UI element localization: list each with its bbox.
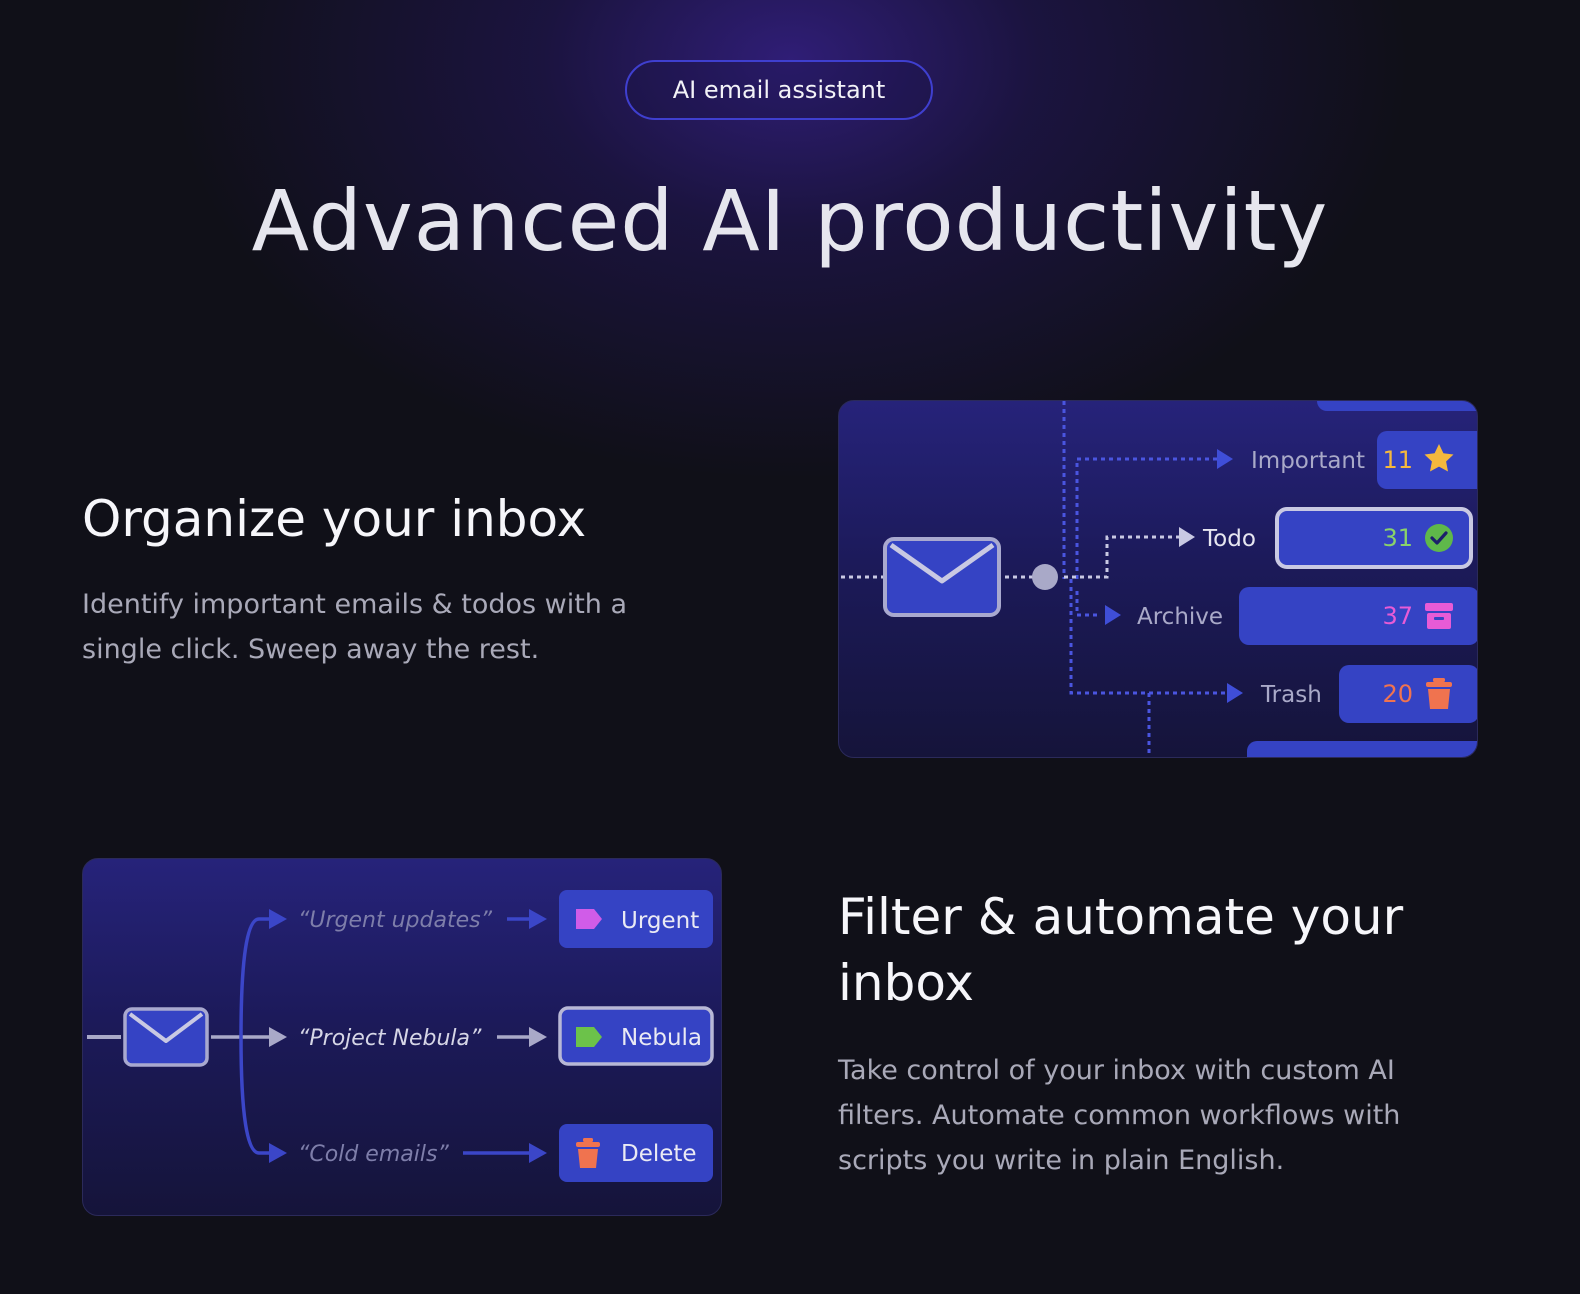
trash-icon bbox=[576, 1138, 600, 1168]
rule-arrowhead-delete bbox=[529, 1143, 547, 1163]
rule-arrowhead-nebula bbox=[529, 1027, 547, 1047]
pill-partial-bottom bbox=[1247, 741, 1477, 757]
tag-icon bbox=[576, 1027, 602, 1047]
action-label-nebula: Nebula bbox=[621, 1025, 702, 1051]
count-pill-archive: 37 bbox=[1239, 587, 1477, 645]
action-label-delete: Delete bbox=[621, 1141, 697, 1167]
category-label-important: Important bbox=[1251, 448, 1365, 474]
hero-title: Advanced AI productivity bbox=[251, 172, 1329, 270]
branch-lines bbox=[211, 917, 269, 1155]
arrow-archive bbox=[1105, 605, 1121, 625]
arrow-todo bbox=[1179, 527, 1195, 547]
section-badge: AI email assistant bbox=[625, 60, 933, 120]
star-icon bbox=[1424, 444, 1454, 472]
count-important: 11 bbox=[1382, 446, 1413, 474]
branch-arrow-delete bbox=[269, 1143, 287, 1163]
archive-box-icon bbox=[1425, 603, 1453, 629]
trash-icon bbox=[1426, 678, 1452, 709]
category-label-archive: Archive bbox=[1137, 604, 1223, 630]
filter-description: Take control of your inbox with custom A… bbox=[838, 1055, 1401, 1176]
category-label-todo: Todo bbox=[1202, 526, 1256, 552]
count-pill-todo: 31 bbox=[1275, 507, 1473, 569]
branch-arrow-nebula bbox=[269, 1027, 287, 1047]
organize-illustration: Important Todo Archive Trash 11 31 37 bbox=[838, 400, 1478, 758]
arrow-important bbox=[1217, 449, 1233, 469]
action-pill-nebula: Nebula bbox=[558, 1006, 714, 1066]
tag-icon bbox=[576, 909, 602, 929]
envelope-icon bbox=[883, 537, 1001, 617]
action-label-urgent: Urgent bbox=[621, 908, 699, 934]
action-pill-delete: Delete bbox=[559, 1124, 713, 1182]
organize-description: Identify important emails & todos with a… bbox=[82, 589, 628, 665]
dotted-connectors bbox=[1062, 401, 1227, 757]
rule-arrowhead-urgent bbox=[529, 909, 547, 929]
rule-query-urgent: “Urgent updates” bbox=[298, 908, 493, 933]
check-circle-icon bbox=[1425, 524, 1453, 552]
rule-query-nebula: “Project Nebula” bbox=[298, 1026, 482, 1051]
filter-illustration: “Urgent updates” “Project Nebula” “Cold … bbox=[82, 858, 722, 1216]
rule-query-delete: “Cold emails” bbox=[298, 1142, 449, 1167]
action-pill-urgent: Urgent bbox=[559, 890, 713, 948]
junction-dot bbox=[1032, 564, 1058, 590]
count-trash: 20 bbox=[1382, 680, 1413, 708]
filter-title: Filter & automate your inbox bbox=[838, 888, 1404, 1012]
count-archive: 37 bbox=[1382, 602, 1413, 630]
arrow-trash bbox=[1227, 683, 1243, 703]
organize-title: Organize your inbox bbox=[82, 490, 587, 548]
count-pill-trash: 20 bbox=[1339, 665, 1477, 723]
envelope-icon bbox=[123, 1007, 209, 1067]
category-label-trash: Trash bbox=[1260, 682, 1322, 708]
filter-diagram: “Urgent updates” “Project Nebula” “Cold … bbox=[87, 890, 714, 1182]
organize-diagram: Important Todo Archive Trash 11 31 37 bbox=[841, 401, 1477, 757]
pill-partial-top bbox=[1317, 401, 1477, 411]
count-todo: 31 bbox=[1382, 524, 1413, 552]
branch-arrow-urgent bbox=[269, 909, 287, 929]
count-pill-important: 11 bbox=[1377, 431, 1477, 489]
